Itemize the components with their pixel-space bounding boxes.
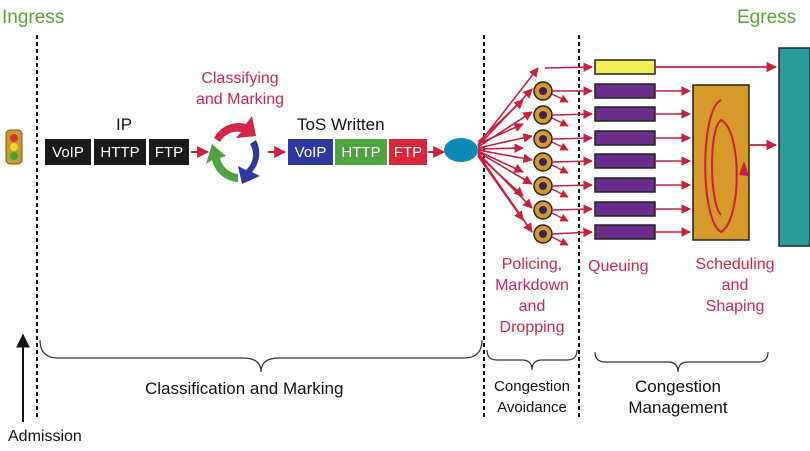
- scheduler-box: [692, 84, 750, 241]
- tos-written-label: ToS Written: [297, 115, 385, 134]
- queues: [594, 83, 656, 240]
- classification-marking-label: Classification and Marking: [145, 379, 344, 398]
- packet-voip-in: VoIP: [45, 139, 91, 165]
- priority-queue: [594, 59, 656, 75]
- congestion-management-label: Congestion Management: [628, 377, 728, 417]
- fan-out-arrows: [477, 67, 539, 233]
- policing-label: Policing, Markdown and Dropping: [495, 256, 569, 336]
- classify-cycle-icon: [206, 116, 260, 184]
- token-to-queue-arrows: [544, 62, 593, 238]
- scheduling-label: Scheduling and Shaping: [695, 256, 775, 315]
- policer-tokens: [533, 81, 553, 244]
- ip-label: IP: [116, 115, 133, 134]
- drop-arrows: [551, 93, 569, 246]
- packet-http-in: HTTP: [94, 139, 146, 165]
- packet-ftp-marked: FTP: [389, 139, 427, 165]
- egress-label: Egress: [737, 7, 797, 28]
- ingress-label: Ingress: [2, 7, 65, 28]
- packet-voip-marked: VoIP: [288, 139, 333, 165]
- queuing-label: Queuing: [588, 258, 649, 275]
- brace-congestion-management: [594, 351, 769, 373]
- brace-congestion-avoidance: [486, 349, 578, 371]
- packet-http-marked: HTTP: [335, 139, 387, 165]
- egress-interface: [778, 47, 810, 247]
- brace-classification: [39, 339, 483, 373]
- scheduler-spiral-icon: [704, 99, 749, 234]
- traffic-light-icon: [5, 129, 23, 165]
- admission-label: Admission: [8, 428, 82, 445]
- classifier-node: [444, 138, 478, 162]
- classifying-label: Classifying and Marking: [195, 70, 285, 108]
- congestion-avoidance-label: Congestion Avoidance: [494, 378, 570, 416]
- packet-ftp-in: FTP: [149, 139, 189, 165]
- queue-to-scheduler-arrows: [655, 86, 691, 237]
